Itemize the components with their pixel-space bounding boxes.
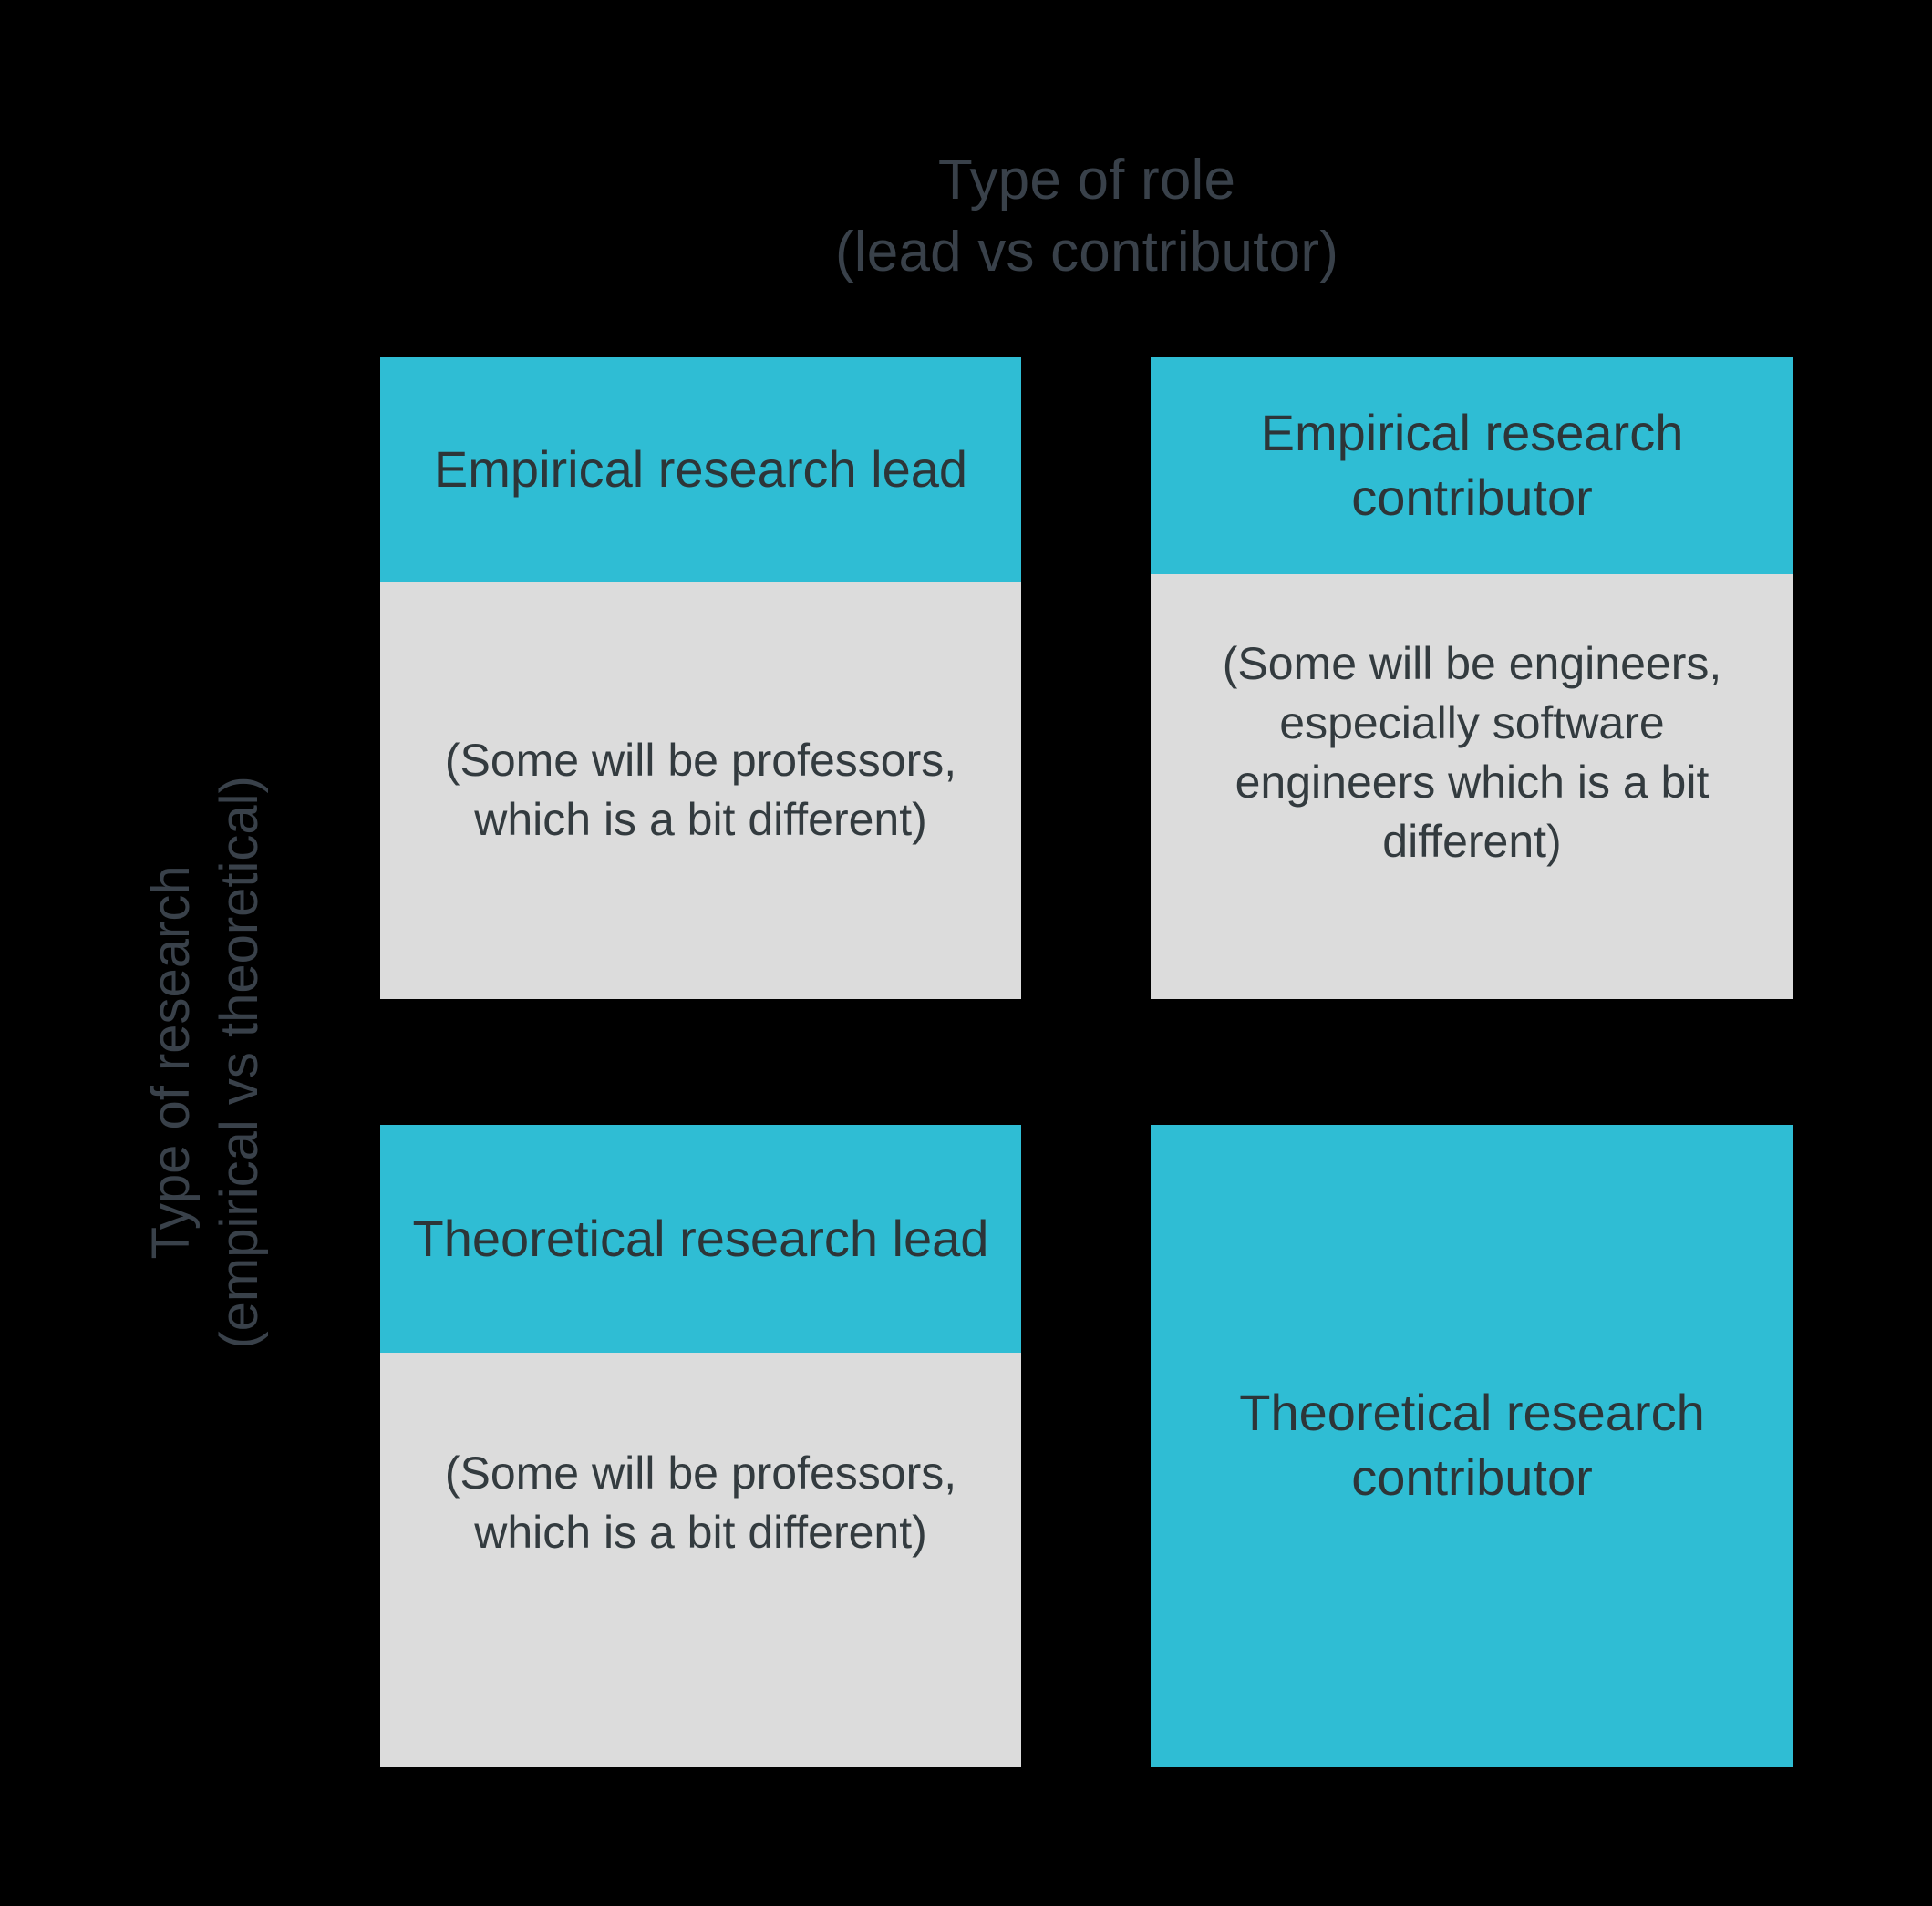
quadrant-title: Empirical research lead bbox=[380, 357, 1021, 582]
quadrant-empirical-research-lead[interactable]: Empirical research lead (Some will be pr… bbox=[380, 357, 1021, 999]
quadrant-title: Empirical research contributor bbox=[1151, 357, 1793, 574]
row-axis-title-text: Type of research (empirical vs theoretic… bbox=[137, 776, 274, 1349]
row-axis-title-line2: (empirical vs theoretical) bbox=[210, 775, 270, 1349]
quadrant-note: (Some will be professors, which is a bit… bbox=[380, 582, 1021, 999]
quadrant-title: Theoretical research contributor bbox=[1239, 1384, 1705, 1506]
quadrant-theoretical-research-contributor[interactable]: Theoretical research contributor bbox=[1151, 1125, 1793, 1767]
row-axis-title-line1: Type of research bbox=[140, 865, 201, 1260]
quadrant-note: (Some will be professors, which is a bit… bbox=[380, 1353, 1021, 1767]
quadrant-empirical-research-contributor[interactable]: Empirical research contributor (Some wil… bbox=[1151, 357, 1793, 999]
row-axis-title: Type of research (empirical vs theoretic… bbox=[119, 357, 292, 1767]
column-axis-title-line1: Type of role bbox=[937, 149, 1236, 211]
quadrant-title: Theoretical research lead bbox=[380, 1125, 1021, 1353]
column-axis-title: Type of role (lead vs contributor) bbox=[380, 144, 1793, 289]
column-axis-title-line2: (lead vs contributor) bbox=[834, 221, 1339, 284]
quadrant-note: (Some will be engineers, especially soft… bbox=[1151, 574, 1793, 999]
quadrant-theoretical-research-lead[interactable]: Theoretical research lead (Some will be … bbox=[380, 1125, 1021, 1767]
